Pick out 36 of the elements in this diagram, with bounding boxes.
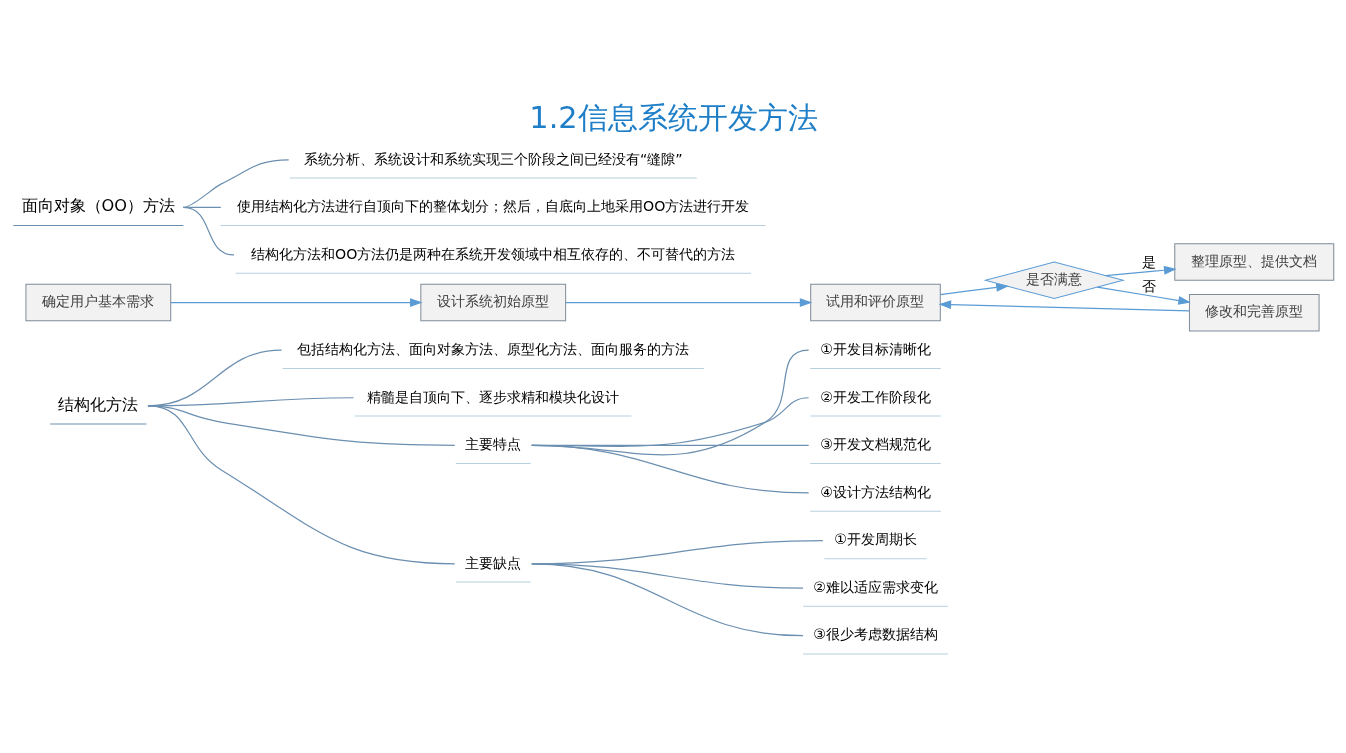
- node-text: 包括结构化方法、面向对象方法、原型化方法、面向服务的方法: [296, 340, 689, 357]
- node-text: 系统分析、系统设计和系统实现三个阶段之间已经没有“缝隙”: [303, 150, 683, 167]
- connector: [146, 404, 455, 564]
- node-text: 精髓是自顶向下、逐步求精和模块化设计: [366, 388, 619, 405]
- node-box: 试用和评价原型: [809, 283, 941, 321]
- node-box: 修改和完善原型: [1188, 293, 1320, 331]
- node-box: 确定用户基本需求: [24, 283, 171, 321]
- node-text: 主要特点: [464, 435, 521, 452]
- node-text: 结构化方法: [57, 394, 138, 414]
- arrow: [1104, 265, 1177, 276]
- node-box: 整理原型、提供文档: [1173, 242, 1334, 281]
- arrow: [169, 297, 423, 307]
- connector: [530, 444, 809, 494]
- node-text: 主要缺点: [464, 554, 521, 571]
- arrow: [938, 299, 1190, 312]
- node-text: ③很少考虑数据结构: [812, 625, 938, 642]
- arrow: [939, 282, 1009, 295]
- node-box: 设计系统初始原型: [419, 283, 566, 321]
- node-text: ①开发目标清晰化: [819, 340, 931, 357]
- node-diamond: 是否满意: [982, 261, 1125, 299]
- node-text: ②开发工作阶段化: [819, 388, 931, 405]
- connector: [530, 562, 804, 636]
- node-text: ①开发周期长: [833, 530, 917, 547]
- edge-label: 否: [1141, 277, 1156, 294]
- node-text: ②难以适应需求变化: [812, 578, 938, 595]
- diagram-title: 1.2信息系统开发方法: [528, 99, 818, 135]
- arrow: [1096, 286, 1191, 305]
- node-text: 面向对象（OO）方法: [21, 195, 175, 215]
- connector: [182, 158, 289, 208]
- edge-label: 是: [1141, 253, 1156, 270]
- node-text: 结构化方法和OO方法仍是两种在系统开发领域中相互依存的、不可替代的方法: [250, 245, 735, 262]
- arrow: [564, 297, 812, 307]
- node-text: ③开发文档规范化: [819, 435, 931, 452]
- node-text: 使用结构化方法进行自顶向下的整体划分；然后，自底向上地采用OO方法进行开发: [236, 197, 749, 214]
- connector: [182, 206, 235, 256]
- node-text: ④设计方法结构化: [819, 483, 931, 500]
